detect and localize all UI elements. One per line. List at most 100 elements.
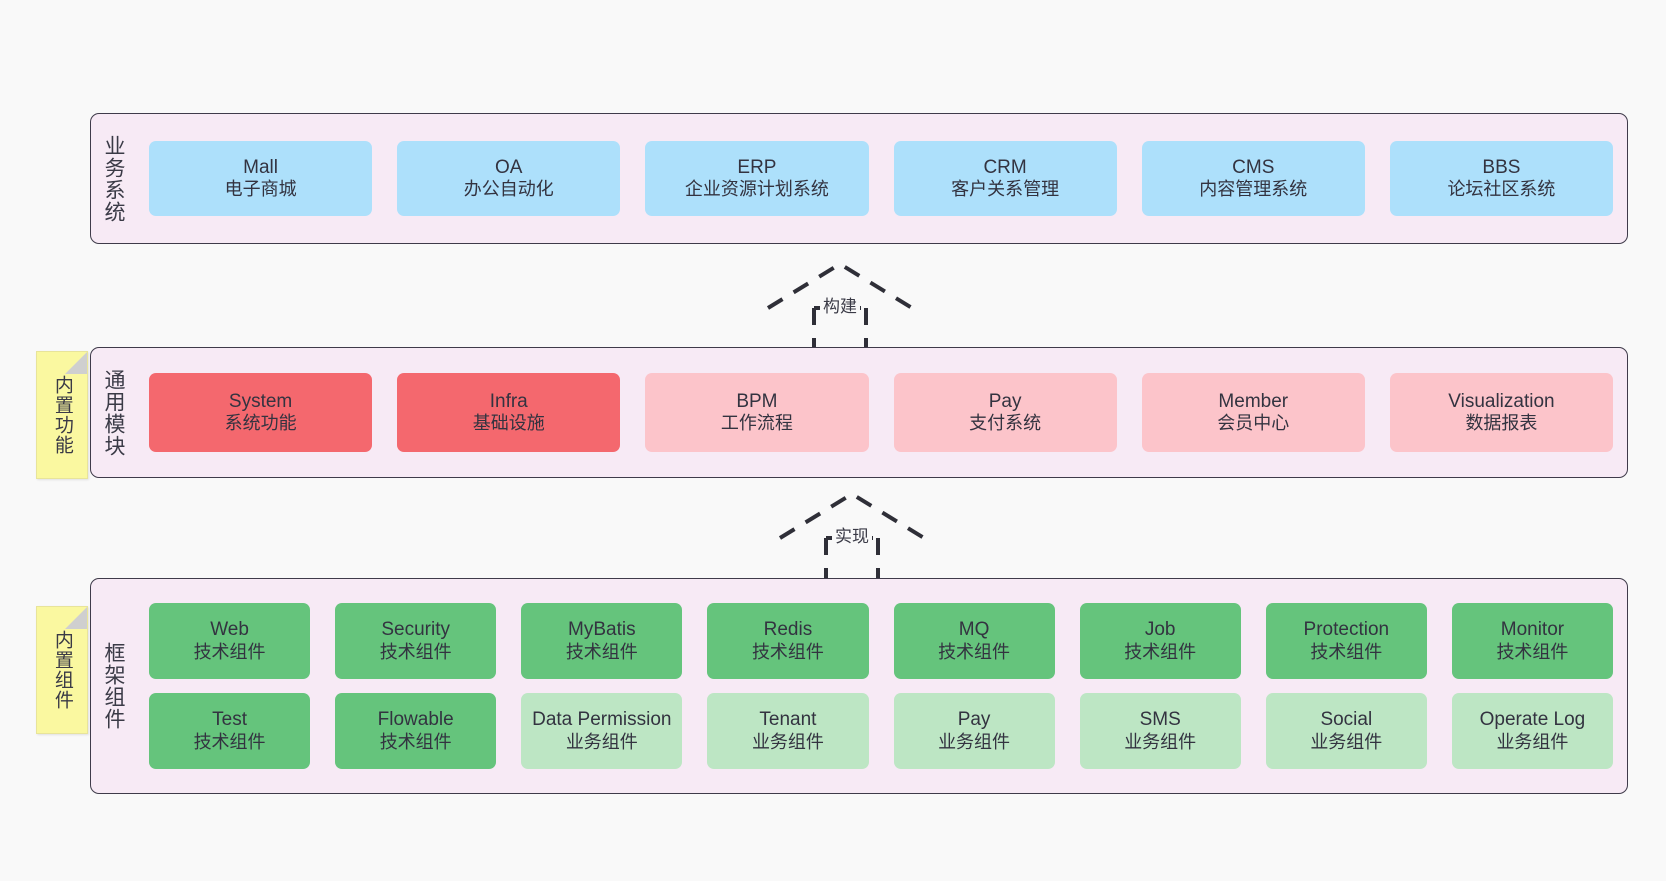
node-subtitle: 技术组件 <box>751 641 824 662</box>
note-text: 内置功能 <box>51 375 73 455</box>
node-redis[interactable]: Redis 技术组件 <box>707 603 869 679</box>
node-title: MyBatis <box>568 619 636 641</box>
layer-title-framework-components: 框架组件 <box>101 642 125 730</box>
node-subtitle: 技术组件 <box>1496 641 1569 662</box>
row: Web 技术组件 Security 技术组件 MyBatis 技术组件 Redi… <box>149 603 1613 679</box>
node-erp[interactable]: ERP 企业资源计划系统 <box>645 141 869 216</box>
node-sms[interactable]: SMS 业务组件 <box>1079 693 1241 769</box>
node-monitor[interactable]: Monitor 技术组件 <box>1451 603 1613 679</box>
node-member[interactable]: Member 会员中心 <box>1141 373 1365 452</box>
node-subtitle: 业务组件 <box>1496 731 1569 752</box>
realize-arrow: 实现 <box>772 490 932 582</box>
node-subtitle: 技术组件 <box>938 641 1011 662</box>
arrow-label: 构建 <box>820 292 860 317</box>
node-title: System <box>228 390 293 412</box>
node-web[interactable]: Web 技术组件 <box>149 603 311 679</box>
node-operate-log[interactable]: Operate Log 业务组件 <box>1451 693 1613 769</box>
node-social[interactable]: Social 业务组件 <box>1265 693 1427 769</box>
node-system[interactable]: System 系统功能 <box>149 373 373 452</box>
layer-common-modules: 通用模块 System 系统功能 Infra 基础设施 BPM 工作流程 Pay… <box>90 347 1628 478</box>
layer-body-business-systems: Mall 电子商城 OA 办公自动化 ERP 企业资源计划系统 CRM 客户关系… <box>135 114 1627 243</box>
node-title: CRM <box>983 156 1027 178</box>
node-oa[interactable]: OA 办公自动化 <box>397 141 621 216</box>
node-title: BBS <box>1482 156 1521 178</box>
layer-body-framework-components: Web 技术组件 Security 技术组件 MyBatis 技术组件 Redi… <box>135 579 1627 793</box>
node-title: Social <box>1320 709 1373 731</box>
node-subtitle: 办公自动化 <box>463 179 554 200</box>
node-bbs[interactable]: BBS 论坛社区系统 <box>1389 141 1614 216</box>
node-title: Job <box>1144 619 1176 641</box>
node-security[interactable]: Security 技术组件 <box>335 603 497 679</box>
node-title: Protection <box>1303 619 1390 641</box>
note-text: 内置组件 <box>51 630 73 710</box>
layer-business-systems: 业务系统 Mall 电子商城 OA 办公自动化 ERP 企业资源计划系统 CRM… <box>90 113 1628 244</box>
node-title: Data Permission <box>532 709 672 731</box>
node-subtitle: 业务组件 <box>1124 731 1197 752</box>
build-arrow: 构建 <box>760 260 920 352</box>
node-title: ERP <box>737 156 777 178</box>
node-subtitle: 企业资源计划系统 <box>684 179 829 200</box>
layer-title-common-modules: 通用模块 <box>101 368 125 457</box>
node-subtitle: 论坛社区系统 <box>1447 179 1556 200</box>
node-subtitle: 工作流程 <box>720 413 793 434</box>
row: Test 技术组件 Flowable 技术组件 Data Permission … <box>149 693 1613 769</box>
node-job[interactable]: Job 技术组件 <box>1079 603 1241 679</box>
node-subtitle: 技术组件 <box>1124 641 1197 662</box>
node-subtitle: 技术组件 <box>379 641 452 662</box>
node-title: Member <box>1218 390 1289 412</box>
node-title: Security <box>381 619 450 641</box>
layer-title-business-systems: 业务系统 <box>101 134 125 223</box>
node-title: Pay <box>957 709 991 731</box>
builtin-features-note: 内置功能 <box>36 351 88 479</box>
node-bpm[interactable]: BPM 工作流程 <box>645 373 869 452</box>
node-title: Monitor <box>1500 619 1565 641</box>
node-title: CMS <box>1232 156 1275 178</box>
node-cms[interactable]: CMS 内容管理系统 <box>1141 141 1365 216</box>
row: Mall 电子商城 OA 办公自动化 ERP 企业资源计划系统 CRM 客户关系… <box>149 141 1614 216</box>
node-mybatis[interactable]: MyBatis 技术组件 <box>521 603 683 679</box>
node-subtitle: 技术组件 <box>193 641 266 662</box>
node-mall[interactable]: Mall 电子商城 <box>149 141 373 216</box>
node-title: Operate Log <box>1479 709 1586 731</box>
node-mq[interactable]: MQ 技术组件 <box>893 603 1055 679</box>
node-pay[interactable]: Pay 支付系统 <box>893 373 1117 452</box>
node-subtitle: 客户关系管理 <box>951 179 1060 200</box>
node-title: Redis <box>763 619 813 641</box>
node-title: Flowable <box>377 709 454 731</box>
node-subtitle: 业务组件 <box>565 731 638 752</box>
builtin-components-note: 内置组件 <box>36 606 88 734</box>
node-title: Infra <box>489 390 528 412</box>
node-visualization[interactable]: Visualization 数据报表 <box>1389 373 1614 452</box>
node-title: BPM <box>736 390 778 412</box>
node-crm[interactable]: CRM 客户关系管理 <box>893 141 1117 216</box>
node-subtitle: 基础设施 <box>472 413 545 434</box>
node-subtitle: 电子商城 <box>224 179 297 200</box>
layer-body-common-modules: System 系统功能 Infra 基础设施 BPM 工作流程 Pay 支付系统… <box>135 348 1627 477</box>
node-subtitle: 技术组件 <box>1310 641 1383 662</box>
node-test[interactable]: Test 技术组件 <box>149 693 311 769</box>
node-data-permission[interactable]: Data Permission 业务组件 <box>521 693 683 769</box>
node-title: SMS <box>1139 709 1181 731</box>
node-infra[interactable]: Infra 基础设施 <box>397 373 621 452</box>
node-subtitle: 业务组件 <box>1310 731 1383 752</box>
node-subtitle: 技术组件 <box>565 641 638 662</box>
node-subtitle: 内容管理系统 <box>1199 179 1308 200</box>
node-title: MQ <box>958 619 990 641</box>
arrow-label: 实现 <box>832 522 872 547</box>
node-title: Test <box>212 709 247 731</box>
node-tenant[interactable]: Tenant 业务组件 <box>707 693 869 769</box>
node-flowable[interactable]: Flowable 技术组件 <box>335 693 497 769</box>
node-title: Visualization <box>1448 390 1555 412</box>
node-title: OA <box>495 156 523 178</box>
node-title: Tenant <box>759 709 817 731</box>
node-pay-component[interactable]: Pay 业务组件 <box>893 693 1055 769</box>
node-subtitle: 系统功能 <box>224 413 297 434</box>
node-subtitle: 业务组件 <box>938 731 1011 752</box>
node-protection[interactable]: Protection 技术组件 <box>1265 603 1427 679</box>
layer-framework-components: 框架组件 Web 技术组件 Security 技术组件 MyBatis 技术组件… <box>90 578 1628 794</box>
node-title: Mall <box>243 156 278 178</box>
node-subtitle: 技术组件 <box>379 731 452 752</box>
node-title: Web <box>210 619 249 641</box>
node-subtitle: 数据报表 <box>1465 413 1538 434</box>
